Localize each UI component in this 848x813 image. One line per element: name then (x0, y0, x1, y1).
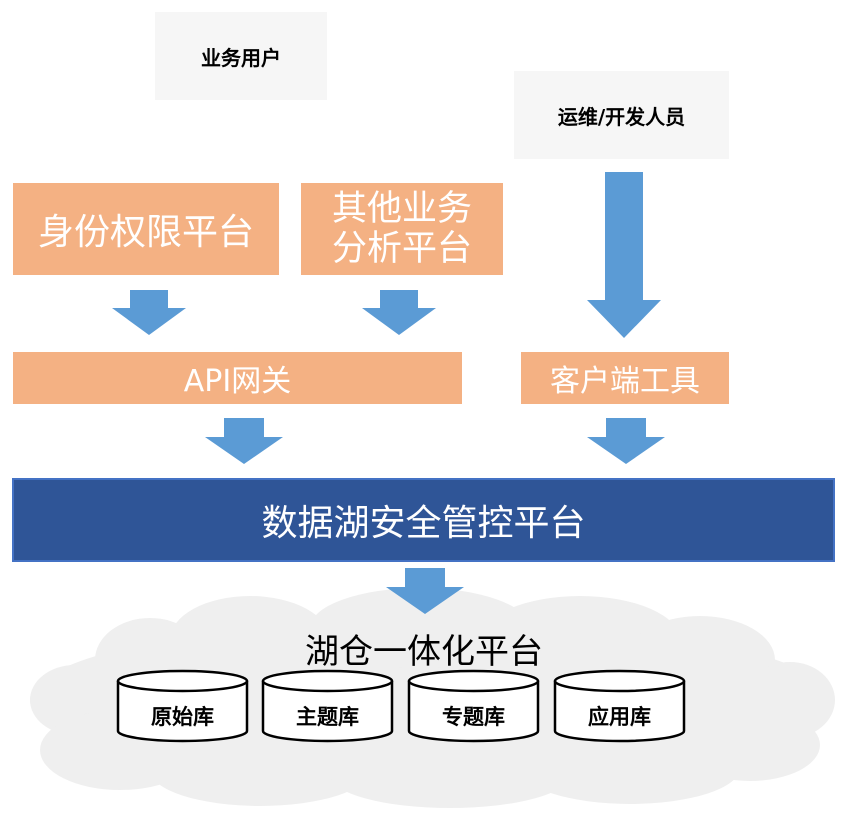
security-platform-bar: 数据湖安全管控平台 (12, 478, 835, 562)
lakehouse-title: 湖仓一体化平台 (305, 632, 543, 672)
security-platform-label: 数据湖安全管控平台 (261, 503, 586, 544)
business-user-label: 业务用户 (201, 45, 281, 70)
database-topic: 主题库 (261, 669, 394, 743)
database-raw: 原始库 (116, 669, 249, 743)
identity-platform-box: 身份权限平台 (13, 183, 279, 275)
database-label: 专题库 (442, 705, 505, 729)
other-analysis-label-line2: 分析平台 (331, 229, 472, 269)
database-cylinder-icon (407, 669, 540, 743)
identity-platform-label: 身份权限平台 (37, 212, 254, 253)
arrow-down-icon (386, 568, 464, 614)
database-cylinder-icon (261, 669, 394, 743)
database-label: 应用库 (588, 705, 651, 729)
database-application: 应用库 (553, 669, 686, 743)
api-gateway-box: API网关 (13, 352, 462, 404)
arrow-down-icon (362, 290, 436, 335)
api-gateway-label: API网关 (183, 364, 292, 399)
arrow-down-icon (205, 418, 283, 464)
client-tools-label: 客户端工具 (550, 364, 700, 399)
business-user-box: 业务用户 (155, 12, 327, 100)
other-analysis-platform-box: 其他业务 分析平台 (301, 183, 503, 275)
client-tools-box: 客户端工具 (521, 352, 729, 404)
database-label: 原始库 (151, 705, 214, 729)
database-subject: 专题库 (407, 669, 540, 743)
ops-dev-user-label: 运维/开发人员 (557, 104, 686, 129)
database-label: 主题库 (296, 705, 359, 729)
arrow-down-icon (587, 172, 661, 338)
ops-dev-user-box: 运维/开发人员 (514, 71, 729, 159)
other-analysis-label-line1: 其他业务 (331, 188, 472, 229)
arrow-down-icon (587, 418, 665, 464)
database-cylinder-icon (116, 669, 249, 743)
arrow-down-icon (112, 290, 186, 335)
database-cylinder-icon (553, 669, 686, 743)
